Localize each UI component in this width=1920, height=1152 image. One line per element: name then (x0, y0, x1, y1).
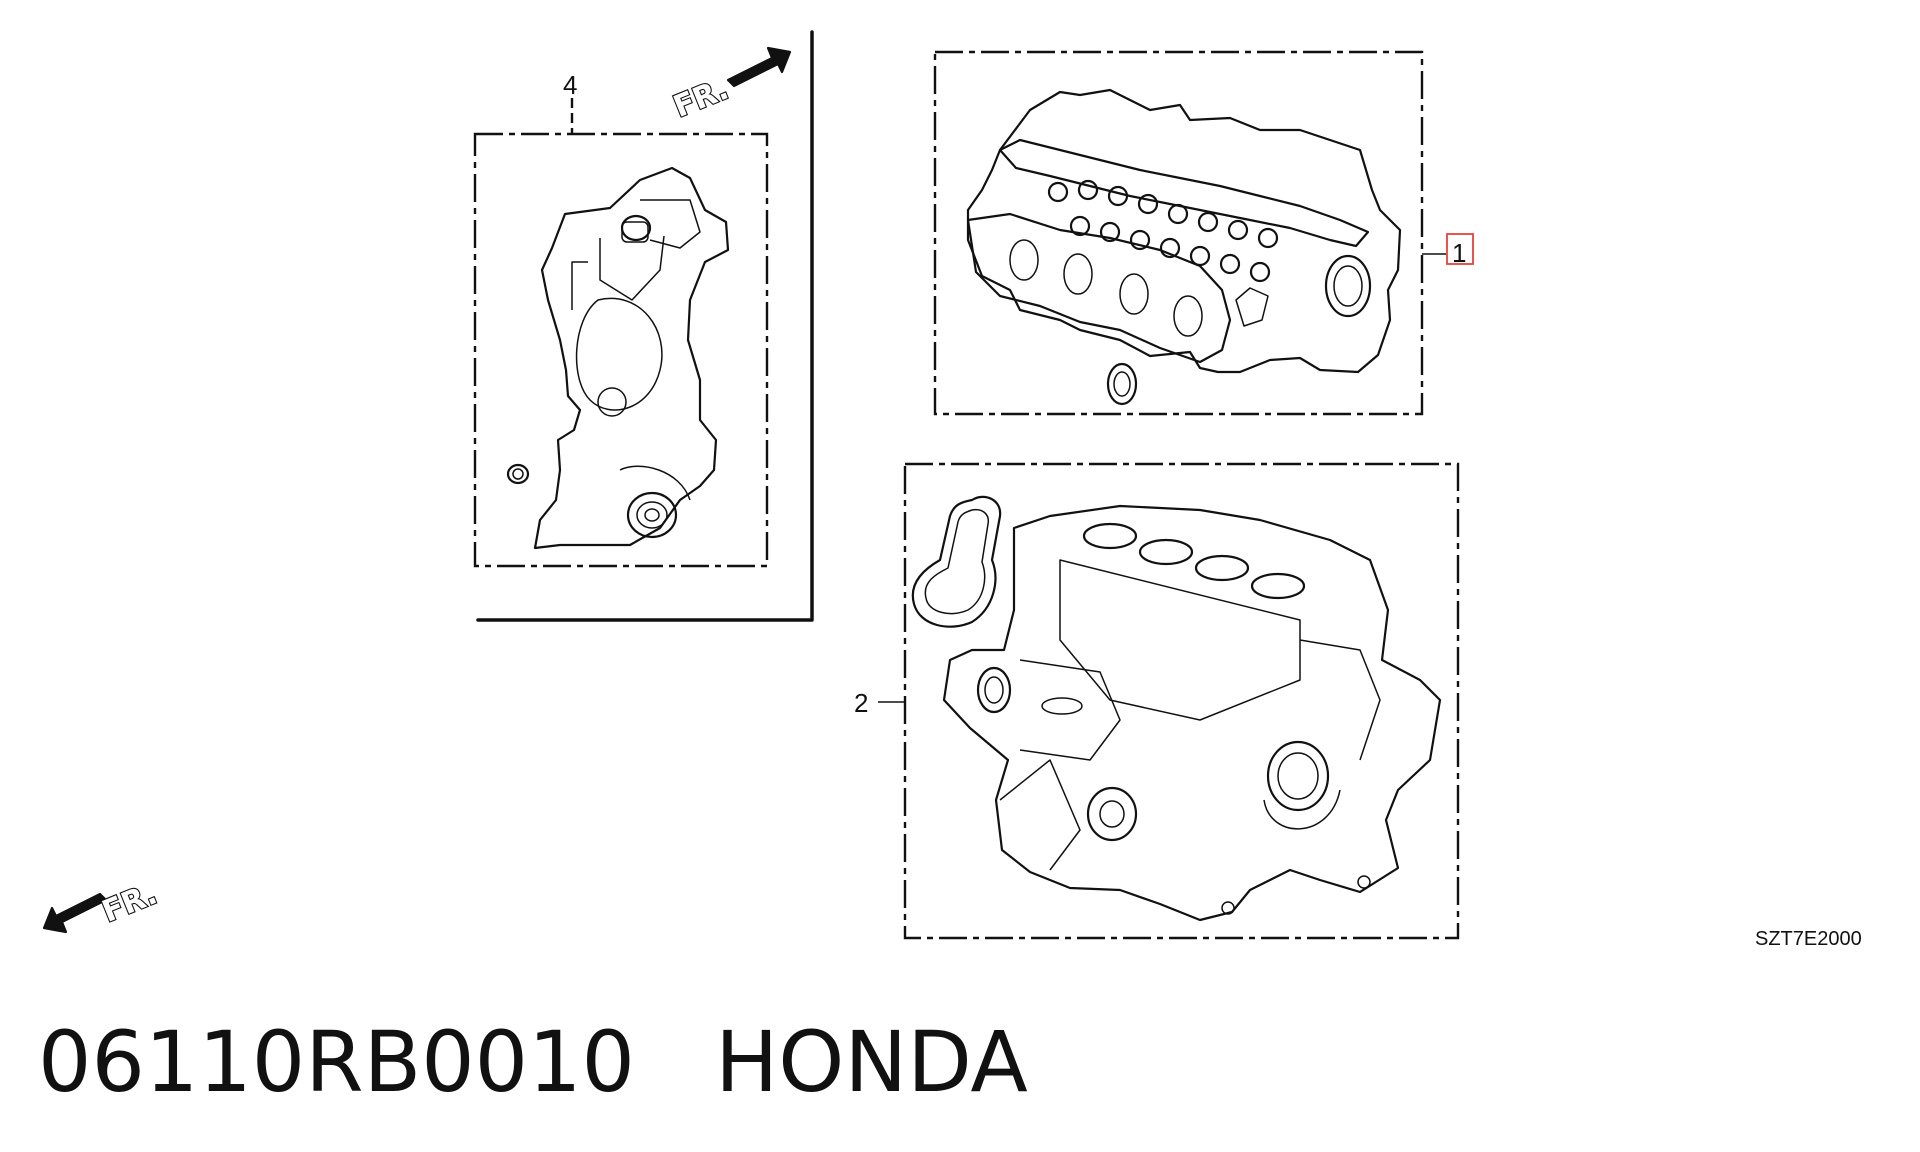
svg-text:FR.: FR. (669, 72, 734, 125)
fr-arrow-down-left: FR. (42, 875, 163, 934)
fr-arrow-up-right: FR. (668, 46, 792, 126)
brand-name: HONDA (715, 1013, 1028, 1111)
figure-code: SZT7E2000 (1755, 928, 1862, 950)
crank-oil-seal[interactable] (626, 491, 678, 539)
callout-4[interactable]: 4 (563, 70, 577, 100)
group-2-block-gasket-kit: 2 (854, 462, 1460, 940)
o-ring[interactable] (1106, 362, 1138, 406)
cylinder-head-part[interactable] (966, 88, 1402, 374)
part-caption: 06110RB0010 HONDA (38, 1020, 1028, 1104)
rear-main-seal[interactable] (1266, 740, 1330, 812)
group-1-head-gasket-kit: 1 (933, 50, 1474, 416)
engine-block-part[interactable] (942, 504, 1442, 922)
valve-cover-gasket[interactable] (998, 138, 1370, 248)
water-pump-gasket[interactable] (911, 495, 1002, 628)
svg-text:FR.: FR. (97, 876, 162, 929)
intake-manifold-gasket[interactable] (966, 212, 1232, 364)
callout-1[interactable]: 1 (1452, 238, 1466, 268)
group-4-timing-cover-kit: 4 FR. (473, 30, 814, 622)
callout-1-highlight (1446, 233, 1474, 265)
callout-2[interactable]: 2 (854, 688, 868, 718)
valve-stem-seals[interactable] (1047, 179, 1279, 283)
part-number: 06110RB0010 (38, 1013, 635, 1111)
small-o-ring[interactable] (506, 463, 530, 485)
timing-cover-part[interactable] (533, 166, 730, 550)
